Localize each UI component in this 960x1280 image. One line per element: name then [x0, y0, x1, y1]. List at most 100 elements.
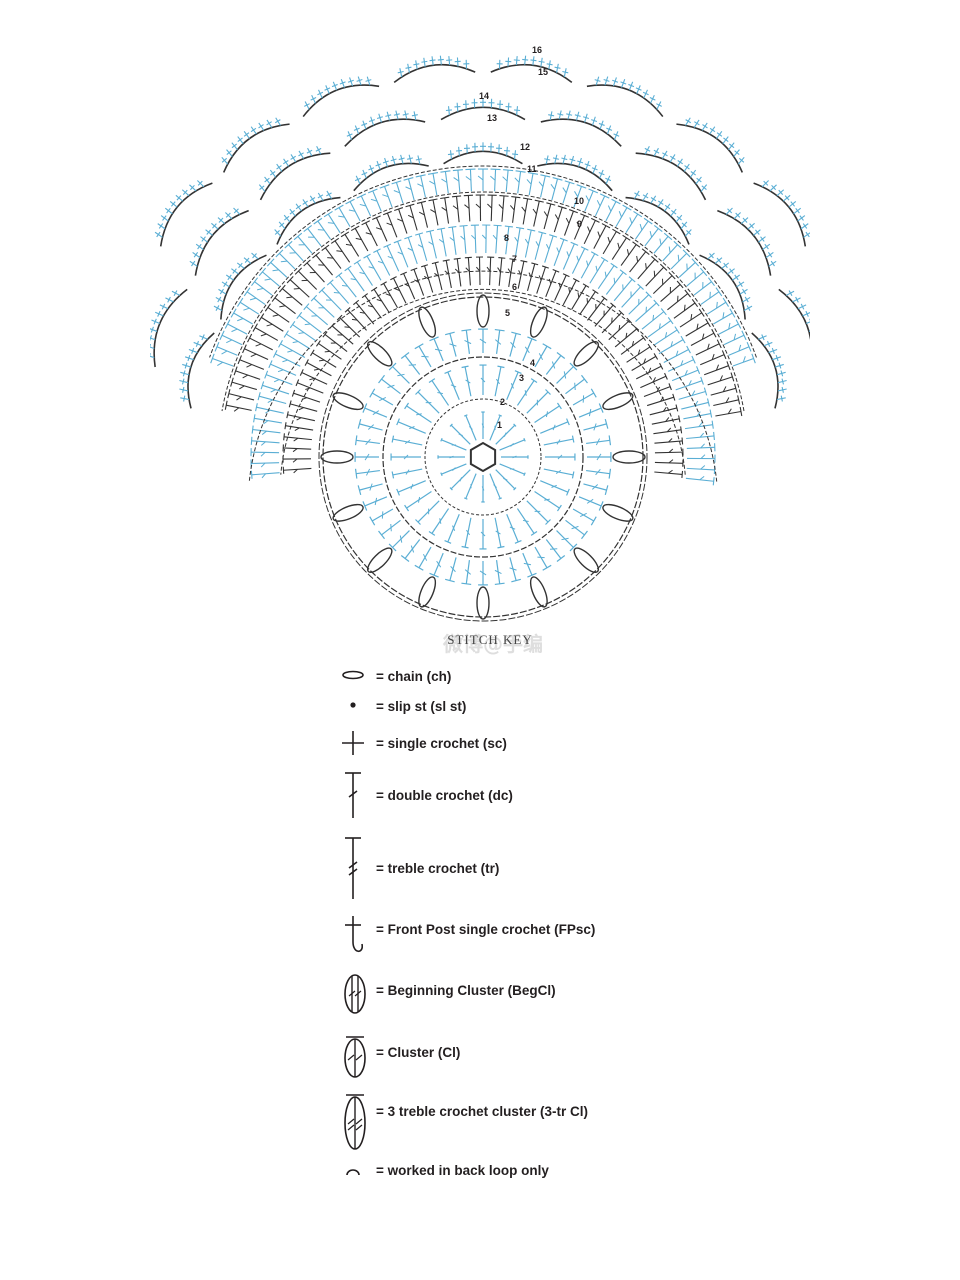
stitch-top [530, 530, 538, 536]
front-post-sc-icon [345, 916, 363, 953]
stitch-bar [493, 484, 497, 488]
stitch-top [590, 217, 600, 223]
stitch-top [696, 366, 701, 375]
fringe-bar [620, 81, 627, 85]
stitch-bar [543, 211, 548, 217]
stitch-top [552, 269, 560, 273]
stitch-bar [256, 287, 264, 291]
stitch [644, 228, 659, 247]
stitch-bar [675, 350, 679, 357]
stitch-bar [668, 448, 674, 453]
stitch-top [428, 198, 438, 202]
stitch-bar [618, 211, 622, 218]
fringe-bar [446, 59, 453, 61]
stitch-bar [510, 383, 514, 389]
stitch-top [541, 265, 549, 269]
stitch-top [353, 259, 362, 265]
stitch-bar [495, 378, 500, 385]
legend-label-single-crochet: = single crochet (sc) [376, 736, 507, 751]
stitch-bar [437, 391, 444, 395]
stitch-top [415, 389, 421, 395]
stitch-top [556, 352, 566, 359]
fringe-bar [603, 78, 610, 82]
row-number-label: 2 [500, 397, 505, 407]
stitch-bar [266, 323, 273, 327]
stitch [305, 306, 329, 326]
round-3-chains [382, 356, 584, 558]
stitch-bar [502, 176, 508, 182]
stitch-top [522, 197, 533, 201]
fringe-bar [150, 335, 153, 342]
center-ring [469, 441, 497, 473]
stitch-top [289, 320, 296, 329]
stitch [324, 333, 348, 353]
fringe-bar [613, 133, 620, 137]
stitch-top [372, 215, 381, 221]
stitch-top [444, 540, 452, 544]
fringe-bar [723, 262, 728, 269]
legend-label-beginning-cluster: = Beginning Cluster (BegCl) [376, 983, 556, 998]
stitch [283, 436, 312, 441]
cluster [529, 576, 548, 608]
stitch-top [680, 426, 683, 434]
stitch-top [514, 370, 522, 374]
stitch-bar [397, 218, 403, 222]
stitch-top [286, 275, 294, 284]
stitch-bar [428, 241, 434, 246]
fringe-bar [238, 262, 243, 269]
stitch-bar [464, 204, 470, 209]
stitch-top [247, 333, 253, 343]
stitch-bar [522, 519, 529, 523]
stitch-bar [441, 206, 447, 212]
stitch-bar [292, 448, 298, 453]
stitch-top [590, 388, 597, 398]
stitch-top [463, 497, 468, 500]
stitch-top [599, 193, 610, 199]
stitch-top [459, 224, 468, 227]
stitch-bar [221, 350, 228, 355]
stitch-bar [492, 234, 498, 240]
legend-label-three-tr-cluster: = 3 treble crochet cluster (3-tr Cl) [376, 1104, 588, 1119]
fringe-bar [781, 386, 784, 393]
fringe-bar [225, 212, 231, 218]
fringe-bar [790, 201, 796, 207]
stitch-bar [293, 287, 300, 290]
stitch-bar [561, 537, 569, 541]
fringe-bar [656, 103, 662, 107]
stitch-top [622, 234, 631, 241]
stitch-top [362, 501, 368, 511]
stitch-bar [722, 386, 727, 392]
stitch-top [361, 220, 371, 226]
fringe-bar [227, 274, 232, 281]
fringe-bar [795, 296, 799, 303]
row-number-label: 1 [497, 420, 502, 430]
stitch-top [404, 235, 413, 240]
stitch-bar [699, 432, 705, 438]
stitch-bar [509, 567, 517, 571]
stitch-top [641, 248, 650, 255]
stitch-top [712, 477, 715, 486]
fringe-bar [445, 109, 452, 112]
fringe-bar [266, 121, 272, 126]
stitch-bar [595, 265, 598, 272]
stitch-top [415, 519, 421, 525]
fringe-bar [598, 171, 605, 176]
stitch-top [321, 244, 330, 251]
stitch-bar [342, 284, 348, 287]
fringe-bar [805, 231, 810, 238]
fringe-bar [284, 215, 290, 221]
fringe-bar [413, 63, 420, 66]
fringe-stitch [150, 355, 155, 359]
stitch-top [242, 344, 247, 354]
fringe-bar [447, 153, 454, 156]
stitch-bar [480, 377, 486, 383]
stitch-bar [665, 417, 670, 422]
stitch-top [722, 297, 730, 307]
stitch-top [429, 336, 439, 342]
stitch-top [379, 184, 390, 189]
legend-label-back-loop: = worked in back loop only [376, 1163, 549, 1178]
fringe-bar [191, 260, 196, 267]
stitch-top [698, 308, 705, 317]
fringe-bar [385, 114, 392, 117]
scallop-chain [778, 288, 810, 340]
